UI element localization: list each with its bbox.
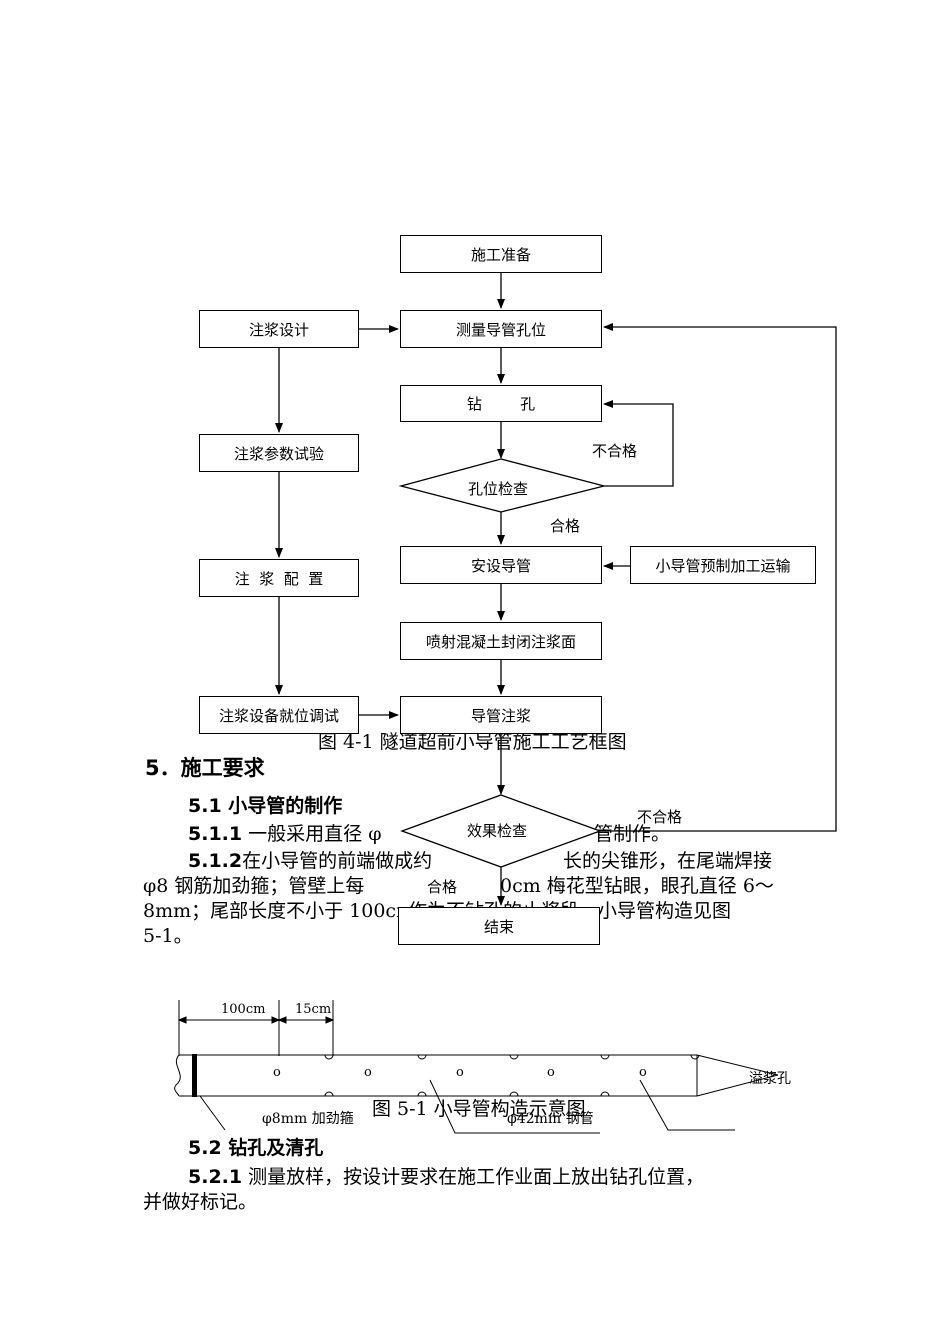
hole-check-diamond: [398, 458, 605, 513]
para-5-1-2-line4: 5-1。: [143, 925, 193, 947]
figure-4-1-caption: 图 4-1 隧道超前小导管施工工艺框图: [318, 731, 627, 753]
unqualified-label-2: 不合格: [637, 808, 683, 826]
box-grout-equipment: 注浆设备就位调试: [199, 696, 359, 734]
para-5-1-2-line2b: 0cm 梅花型钻眼，眼孔直径 6～: [500, 875, 774, 897]
para-number: 5.2.1: [188, 1166, 243, 1188]
box-construction-prep: 施工准备: [400, 235, 602, 273]
qualified-label-1: 合格: [550, 517, 581, 535]
box-prefab-transport: 小导管预制加工运输: [630, 546, 816, 584]
leader-hoop: [199, 1095, 226, 1131]
qualified-label-2: 合格: [427, 878, 458, 896]
para-5-1-1: 5.1.1 一般采用直径 φ: [188, 819, 382, 846]
section-5-1-heading: 5.1 小导管的制作: [188, 795, 343, 817]
hoop-label: φ8mm 加劲箍: [262, 1111, 354, 1127]
hole-mark: o: [547, 1065, 555, 1080]
unqualified-label-1: 不合格: [592, 442, 638, 460]
para-5-2-1-line1: 5.2.1 测量放样，按设计要求在施工作业面上放出钻孔位置，: [188, 1162, 704, 1189]
loop-hole-check: [603, 400, 674, 487]
box-pipe-grouting: 导管注浆: [400, 696, 602, 734]
para-5-1-2-line1b: 长的尖锥形，在尾端焊接: [563, 850, 773, 872]
effect-check-label: 效果检查: [467, 822, 528, 840]
steel-pipe-label: φ42mm 钢管: [507, 1111, 594, 1127]
box-grout-design: 注浆设计: [199, 310, 359, 348]
overflow-hole-label: 溢浆孔: [749, 1071, 791, 1087]
para-5-1-2-line3: 8mm；尾部长度不小于 100cm: [143, 900, 415, 922]
pipe-bottom-notches: [324, 1091, 610, 1097]
box-grout-mix: 注 浆 配 置: [199, 559, 359, 597]
para-number: 5.1.1: [188, 823, 243, 845]
para-number: 5.1.2: [188, 850, 243, 872]
loop-effect-check: [600, 323, 837, 832]
box-measure-position: 测量导管孔位: [400, 310, 602, 348]
dim-label-15cm: 15cm: [295, 1002, 332, 1017]
hole-mark: o: [364, 1065, 372, 1080]
box-install-pipe: 安设导管: [400, 546, 602, 584]
box-grout-param-test: 注浆参数试验: [199, 434, 359, 472]
para-text: 一般采用直径 φ: [242, 823, 382, 845]
pipe-top-notches: [324, 1054, 700, 1060]
para-5-1-2-line1: 5.1.2在小导管的前端做成约: [188, 846, 432, 873]
para-5-1-2-line2: φ8 钢筋加劲箍；管壁上每: [143, 875, 365, 897]
hole-mark: o: [639, 1065, 647, 1080]
dim-label-100cm: 100cm: [221, 1002, 266, 1017]
box-shotcrete-seal: 喷射混凝土封闭注浆面: [400, 622, 602, 660]
leader-pipe: [429, 1079, 600, 1134]
box-drilling: 钻 孔: [400, 385, 602, 422]
leader-hole: [639, 1079, 735, 1131]
para-text: 在小导管的前端做成约: [242, 850, 433, 872]
reinforcing-hoop: [192, 1054, 197, 1097]
section-5-2-heading: 5.2 钻孔及清孔: [188, 1137, 324, 1159]
hole-check-label: 孔位检查: [468, 480, 529, 498]
pipe-cone-tip: [696, 1054, 779, 1097]
dim-arrowheads: [177, 1016, 335, 1024]
effect-check-diamond: [400, 794, 602, 868]
hole-mark: o: [273, 1065, 281, 1080]
figure-5-1-caption: 图 5-1 小导管构造示意图: [372, 1098, 586, 1120]
pipe-break-mark: [174, 1054, 181, 1097]
box-end: 结束: [398, 907, 600, 945]
section-5-heading: 5．施工要求: [145, 756, 265, 780]
para-5-1-1-tail: 管制作。: [594, 823, 671, 845]
para-text: 测量放样，按设计要求在施工作业面上放出钻孔位置，: [242, 1166, 705, 1188]
hole-mark: o: [456, 1065, 464, 1080]
para-5-2-1-line2: 并做好标记。: [143, 1191, 258, 1213]
